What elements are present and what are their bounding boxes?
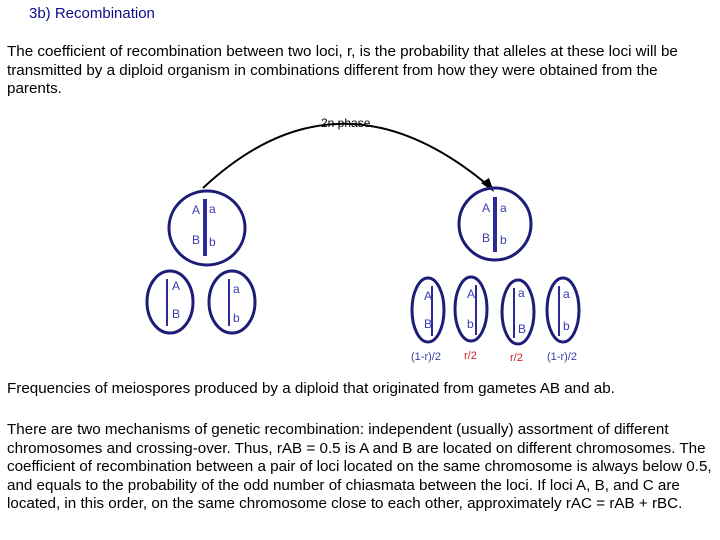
- allele-label: B: [482, 231, 490, 245]
- meiospore-cell: A B (1-r)/2: [410, 276, 446, 363]
- allele-label: A: [467, 287, 475, 301]
- intro-paragraph: The coefficient of recombination between…: [7, 43, 678, 97]
- parent-cell: A a B b: [167, 189, 247, 267]
- allele-label: B: [192, 233, 200, 247]
- cell-outline: [145, 269, 195, 335]
- allele-label: b: [467, 317, 474, 331]
- allele-label: a: [209, 202, 216, 216]
- frequency-label: (1-r)/2: [411, 351, 441, 363]
- body-paragraph: There are two mechanisms of genetic reco…: [7, 421, 712, 512]
- cell-outline: [207, 269, 257, 335]
- allele-label: b: [563, 319, 570, 333]
- cell-outline: [457, 186, 533, 262]
- allele-label: B: [518, 322, 526, 336]
- meiospore-cell: A b r/2: [453, 275, 489, 362]
- allele-label: a: [500, 201, 507, 215]
- gamete-cell: a b: [207, 269, 257, 335]
- allele-label: B: [424, 317, 432, 331]
- cell-outline: [410, 276, 446, 344]
- allele-label: b: [233, 311, 240, 325]
- gamete-cell: A B: [145, 269, 195, 335]
- meiospore-cell: a B r/2: [500, 278, 536, 364]
- allele-label: A: [482, 201, 490, 215]
- allele-label: a: [518, 286, 525, 300]
- allele-label: a: [233, 282, 240, 296]
- allele-label: A: [172, 279, 180, 293]
- cell-outline: [545, 276, 581, 344]
- frequency-label: r/2: [464, 350, 477, 362]
- allele-label: B: [172, 307, 180, 321]
- diagram-caption: Frequencies of meiospores produced by a …: [7, 380, 615, 397]
- allele-label: A: [192, 203, 200, 217]
- frequency-label: r/2: [510, 352, 523, 364]
- frequency-label: (1-r)/2: [547, 351, 577, 363]
- cell-outline: [453, 275, 489, 343]
- meiospore-cell: a b (1-r)/2: [545, 276, 581, 363]
- allele-label: b: [209, 235, 216, 249]
- diploid-cell: A a B b: [457, 186, 533, 262]
- arrow-label: 2n phase: [321, 116, 371, 130]
- allele-label: A: [424, 289, 432, 303]
- cell-outline: [500, 278, 536, 346]
- allele-label: a: [563, 287, 570, 301]
- cell-outline: [167, 189, 247, 267]
- section-title: 3b) Recombination: [29, 5, 155, 22]
- allele-label: b: [500, 233, 507, 247]
- phase-arrow: [202, 122, 491, 189]
